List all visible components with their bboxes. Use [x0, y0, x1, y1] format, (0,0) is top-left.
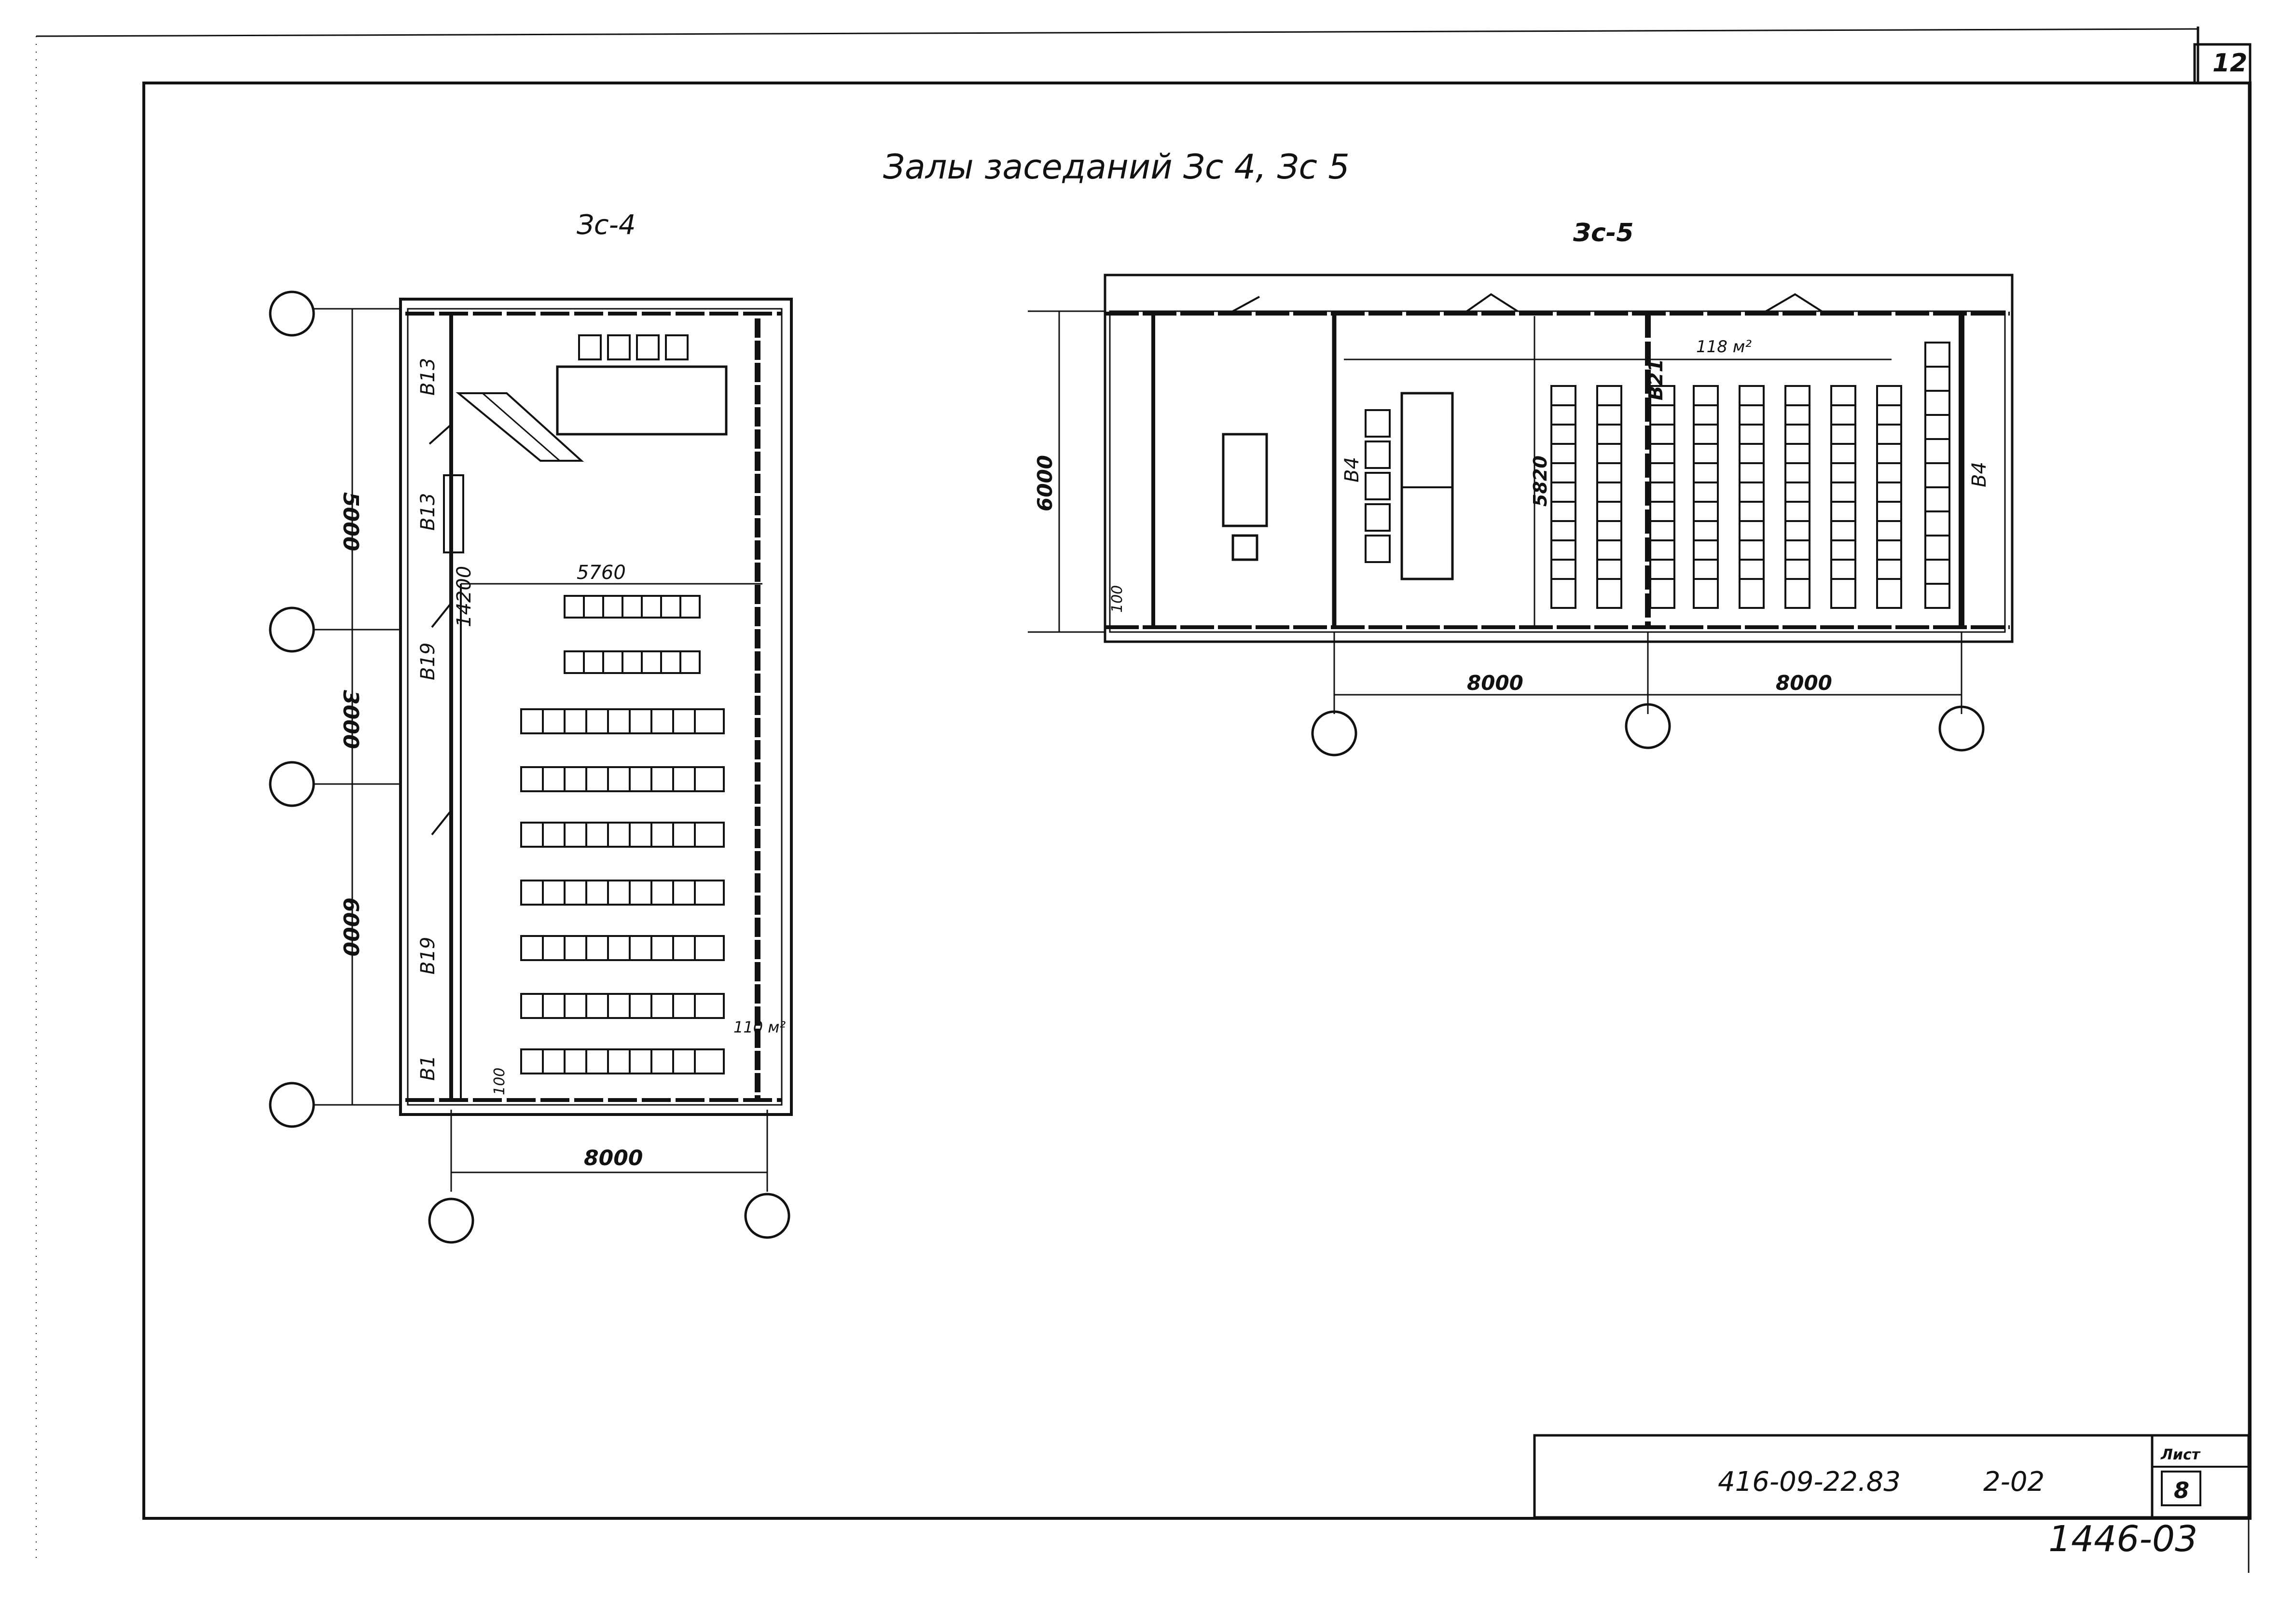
title-block: [1533, 1434, 2250, 1519]
zs5-dim-inner: 5820: [1530, 455, 1551, 507]
plan-zs4-outline: [399, 298, 793, 1116]
axis-bubble: [1311, 710, 1357, 757]
zs4-dim-inner-width: 5760: [577, 562, 626, 584]
seat-rows-zs5: [1550, 342, 1950, 609]
plan-zs5-label: Зс-5: [1573, 219, 1634, 248]
axis-bubble: [269, 761, 315, 807]
stamp-code: 416-09-22.83: [1718, 1466, 1901, 1498]
axis-bubble: [269, 1082, 315, 1128]
zs5-mark-3: В4: [1968, 462, 1990, 487]
axis-bubble: [269, 290, 315, 337]
zs4-dim-left-2: 3000: [338, 690, 363, 749]
axis-bubble: [1938, 705, 1985, 752]
plan-zs4: Зс-4: [269, 209, 793, 1244]
axis-bubble: [428, 1197, 474, 1244]
stage-table: [556, 365, 728, 436]
zs4-mark-3: В19: [417, 643, 439, 680]
axis-bubble: [1625, 703, 1671, 749]
axis-bubble: [269, 606, 315, 653]
zs5-mark-1: В4: [1341, 457, 1363, 482]
zs4-dim-bottom: 8000: [584, 1146, 643, 1170]
plan-zs5-outline: [1104, 274, 2014, 643]
zs5-area: 118 м²: [1696, 337, 1752, 357]
stamp-list-value: 8: [2174, 1477, 2189, 1503]
zs5-mark-2: В21: [1645, 359, 1667, 400]
plan-zs4-label: Зс-4: [577, 209, 636, 241]
zs5-dim-left: 6000: [1033, 455, 1057, 511]
zs4-mark-1: В13: [417, 358, 439, 396]
zs5-dim-bottom-2: 8000: [1776, 671, 1832, 695]
zs5-dim-bottom-1: 8000: [1467, 671, 1523, 695]
zs4-dim-wall: 100: [491, 1068, 508, 1095]
zs4-mark-4: В19: [417, 937, 439, 975]
axis-bubble: [744, 1193, 790, 1239]
stamp-sheet: 2-02: [1983, 1466, 2045, 1498]
stamp-list-label: Лист: [2160, 1446, 2201, 1463]
plan-zs5: Зс-5: [1028, 219, 2014, 757]
sheet-frame: [36, 27, 2252, 1573]
zs5-table-1: [1222, 433, 1268, 527]
zs5-dim-wall: 100: [1109, 585, 1126, 613]
archive-number: 1446-03: [2048, 1518, 2197, 1560]
page-number: 12: [2212, 49, 2247, 78]
zs5-table-2: [1400, 392, 1454, 580]
seat-rows-zs4: [520, 595, 725, 1074]
zs4-area: 110 м²: [733, 1018, 786, 1036]
sheet-title: Залы заседаний Зс 4, Зс 5: [883, 147, 1350, 187]
zs4-dim-left-3: 6000: [338, 897, 363, 956]
zs4-dim-left-1: 5000: [338, 492, 363, 551]
zs4-mark-5: В1: [417, 1055, 439, 1081]
zs4-dim-inner-length: 14200: [453, 566, 475, 627]
zs4-mark-2: В13: [417, 493, 439, 531]
